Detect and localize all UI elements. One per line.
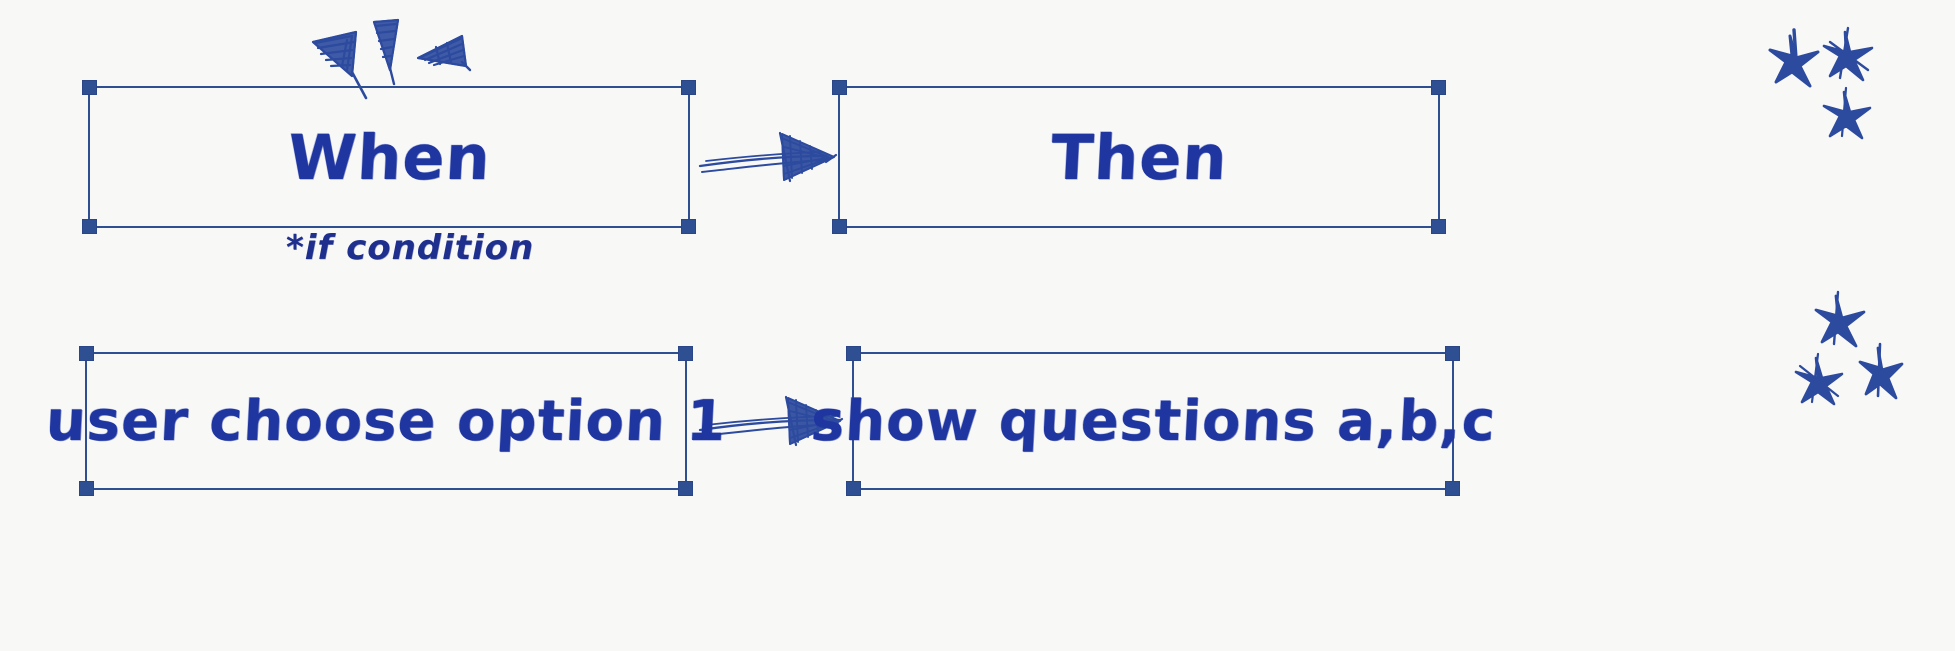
resize-handle-top-right[interactable] [1431,80,1446,95]
resize-handle-top-left[interactable] [82,80,97,95]
resize-handle-bottom-left[interactable] [832,219,847,234]
sketch-triangle-mark-3 [416,34,472,72]
node-user-choose-option-label: user choose option 1 [44,388,728,454]
resize-handle-top-left[interactable] [79,346,94,361]
sparkle-mark-5 [1794,352,1844,406]
sparkle-mark-6 [1858,342,1904,400]
node-user-choose-option[interactable]: user choose option 1 [44,346,728,496]
resize-handle-bottom-left[interactable] [79,481,94,496]
annotation-if-condition[interactable]: *if condition [286,228,535,268]
node-then-label: Then [1048,120,1230,194]
resize-handle-bottom-left[interactable] [846,481,861,496]
sparkle-mark-3 [1822,86,1872,140]
resize-handle-top-right[interactable] [678,346,693,361]
arrow-when-then[interactable] [698,131,838,183]
resize-handle-bottom-right[interactable] [1431,219,1446,234]
resize-handle-bottom-right[interactable] [1445,481,1460,496]
sketch-triangle-mark-2 [372,18,400,86]
resize-handle-top-right[interactable] [681,80,696,95]
sparkle-mark-2 [1822,26,1874,82]
node-when[interactable]: When [82,80,696,234]
resize-handle-top-left[interactable] [846,346,861,361]
resize-handle-top-left[interactable] [832,80,847,95]
resize-handle-bottom-left[interactable] [82,219,97,234]
sparkle-mark-4 [1814,290,1866,348]
resize-handle-bottom-right[interactable] [678,481,693,496]
node-then[interactable]: Then [832,80,1446,234]
resize-handle-top-right[interactable] [1445,346,1460,361]
node-show-questions-label: show questions a,b,c [808,388,1498,454]
resize-handle-bottom-right[interactable] [681,219,696,234]
sparkle-mark-1 [1768,28,1820,88]
node-show-questions[interactable]: show questions a,b,c [809,346,1497,496]
node-when-label: When [285,120,493,194]
